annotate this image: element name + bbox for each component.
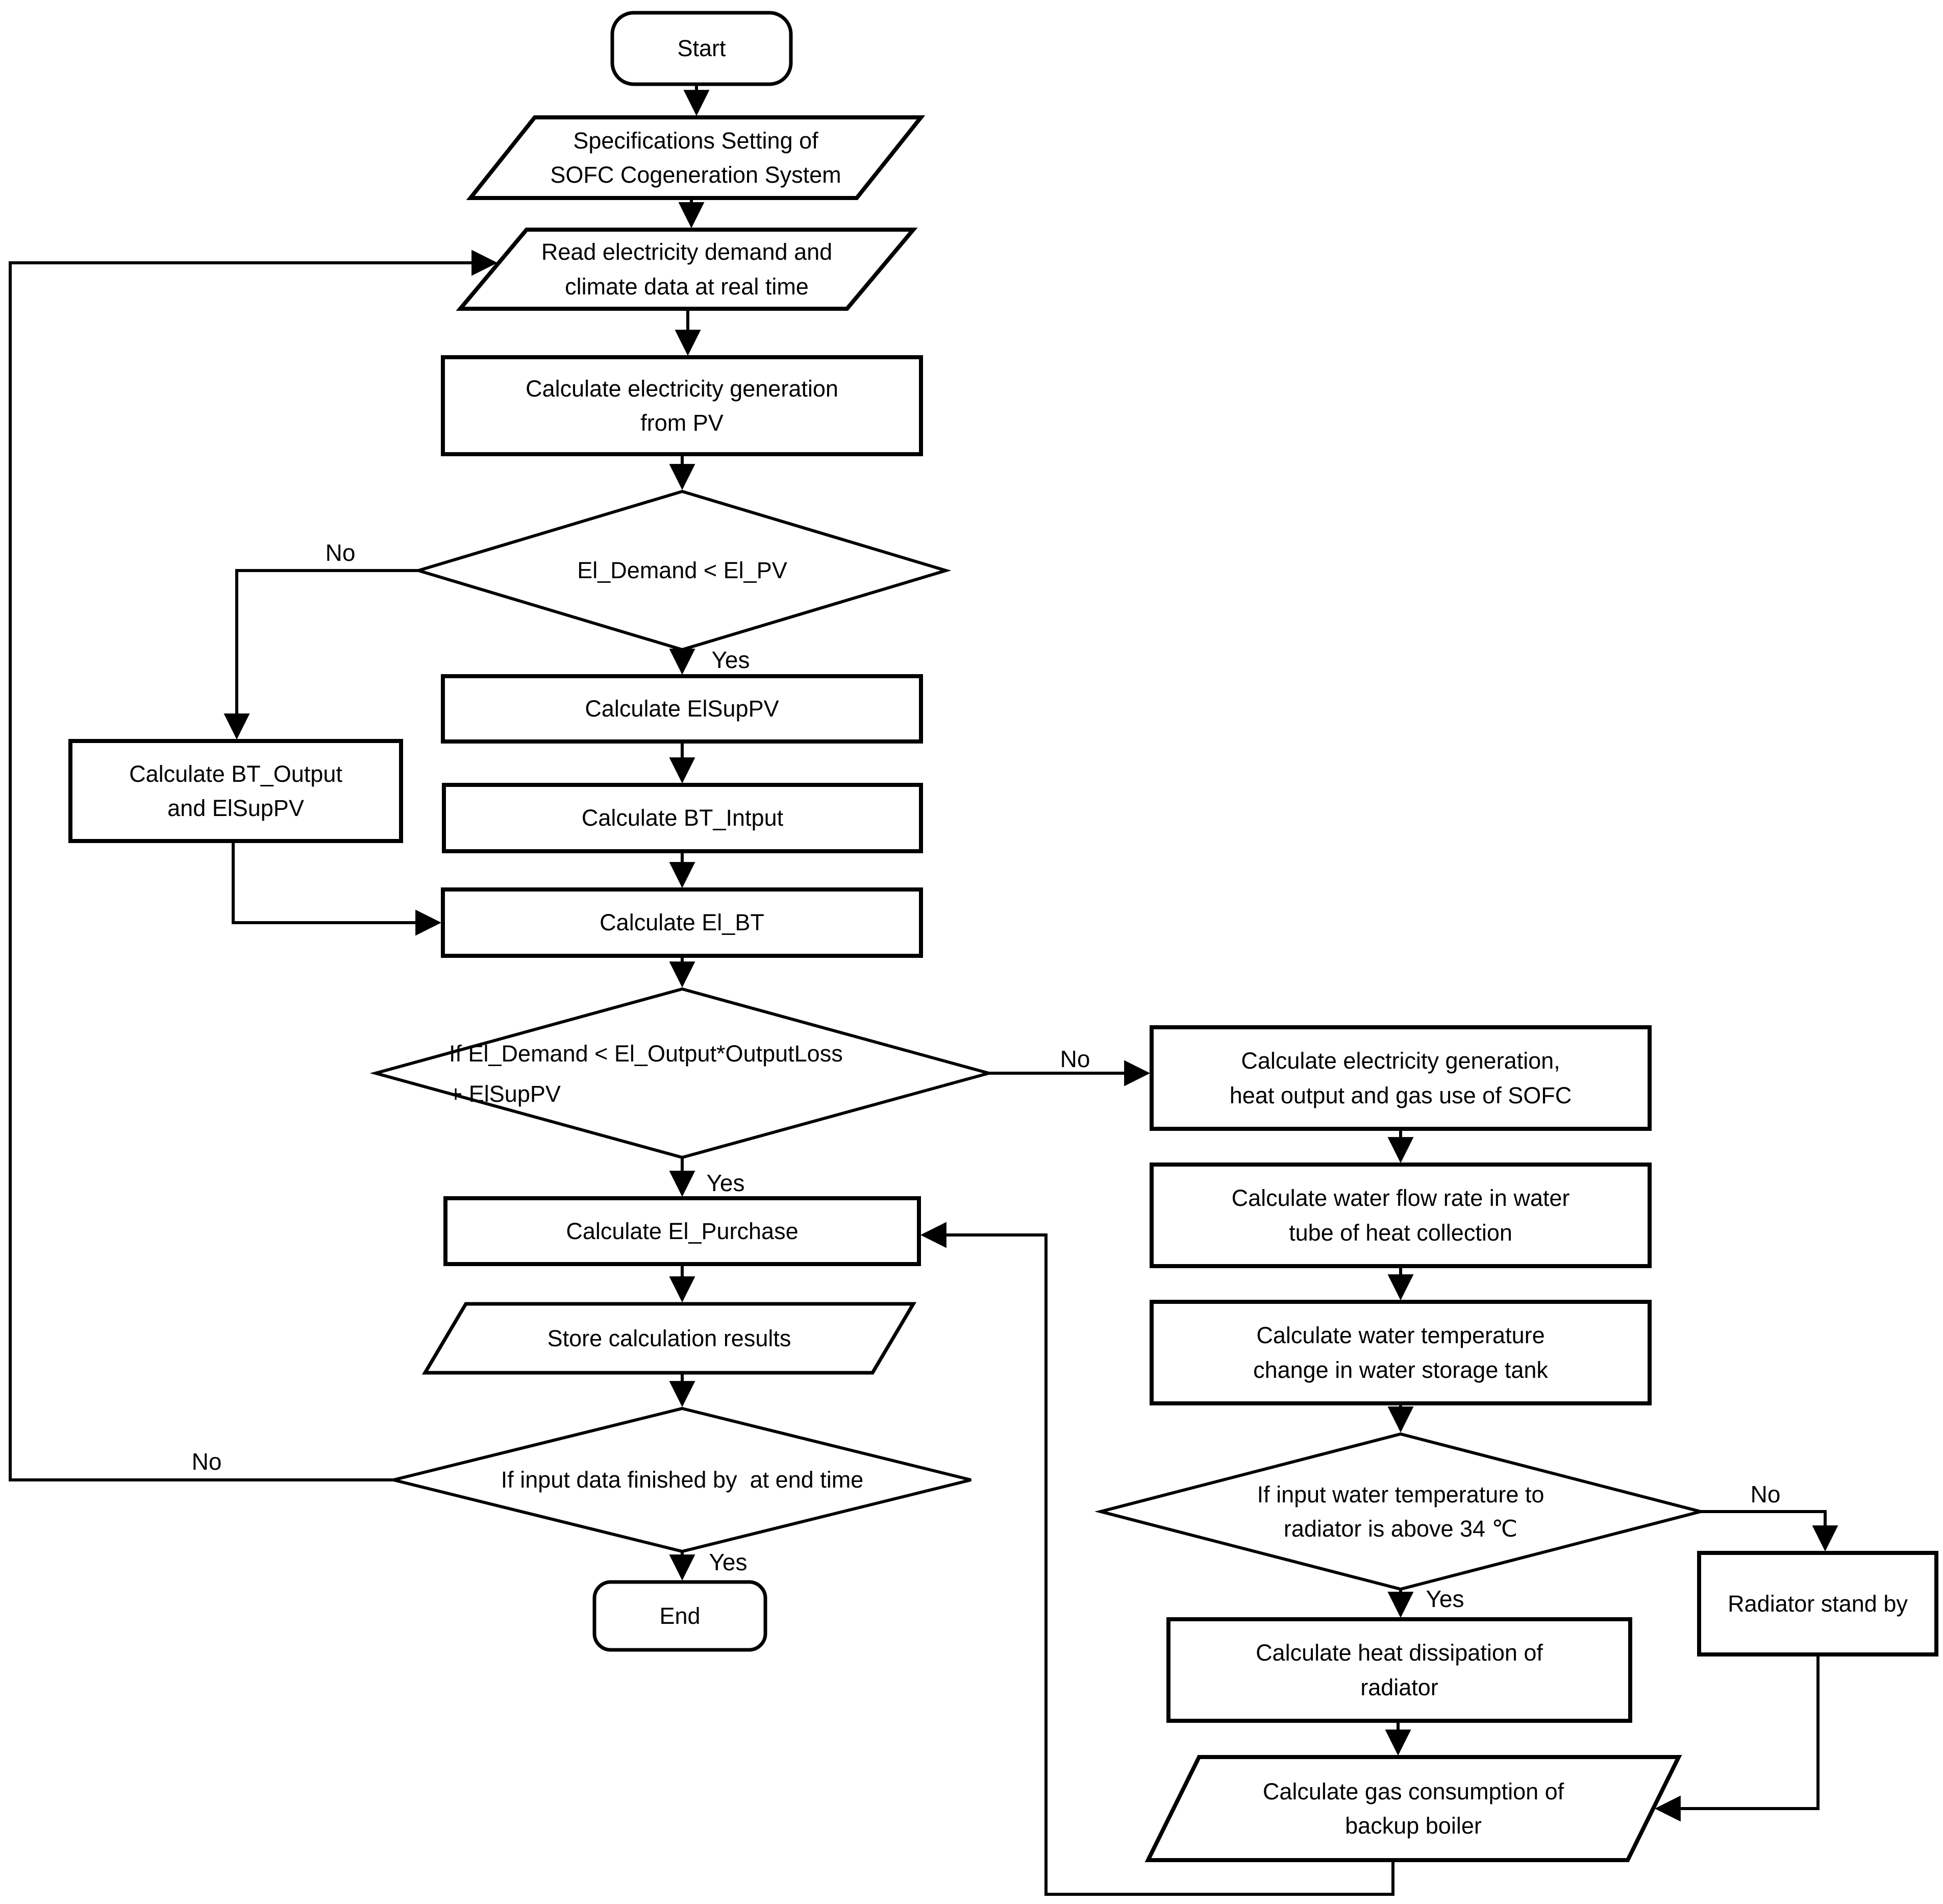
node-d4-shape [393, 1406, 971, 1553]
node-calc-purchase-shape [443, 1196, 921, 1266]
node-calc-flow-shape [1150, 1163, 1652, 1268]
node-calc-heat-shape [1166, 1617, 1632, 1723]
node-calc-gas-shape [1144, 1755, 1682, 1862]
node-store-shape [421, 1302, 917, 1375]
node-radiator-standby-shape [1697, 1551, 1938, 1656]
node-read-shape [456, 228, 918, 311]
node-calc-sofc-shape [1150, 1025, 1652, 1131]
node-calc-bt-output-shape [68, 739, 403, 843]
node-d2-shape [369, 987, 995, 1159]
edge-gas-to-purchase-feedback [920, 1222, 1394, 1896]
edge-radiator-to-gas [1654, 1654, 1820, 1822]
node-calc-pv-shape [441, 355, 923, 456]
node-calc-el-bt-shape [441, 887, 923, 958]
node-spec-shape [466, 115, 926, 200]
node-start-shape [610, 11, 793, 86]
node-end-shape [592, 1580, 767, 1652]
node-calc-temp-shape [1150, 1300, 1652, 1405]
node-calc-bt-intput-shape [442, 783, 923, 853]
edge-btout-to-elbt [232, 841, 442, 936]
node-calc-elsuppv-shape [441, 674, 923, 744]
edge-d3-no-elbow [1701, 1510, 1838, 1552]
node-d3-shape [1094, 1432, 1707, 1591]
edge-d1-no-elbow [223, 569, 418, 740]
edge-d4-no-feedback [9, 250, 498, 1481]
node-d1-shape [413, 489, 952, 652]
